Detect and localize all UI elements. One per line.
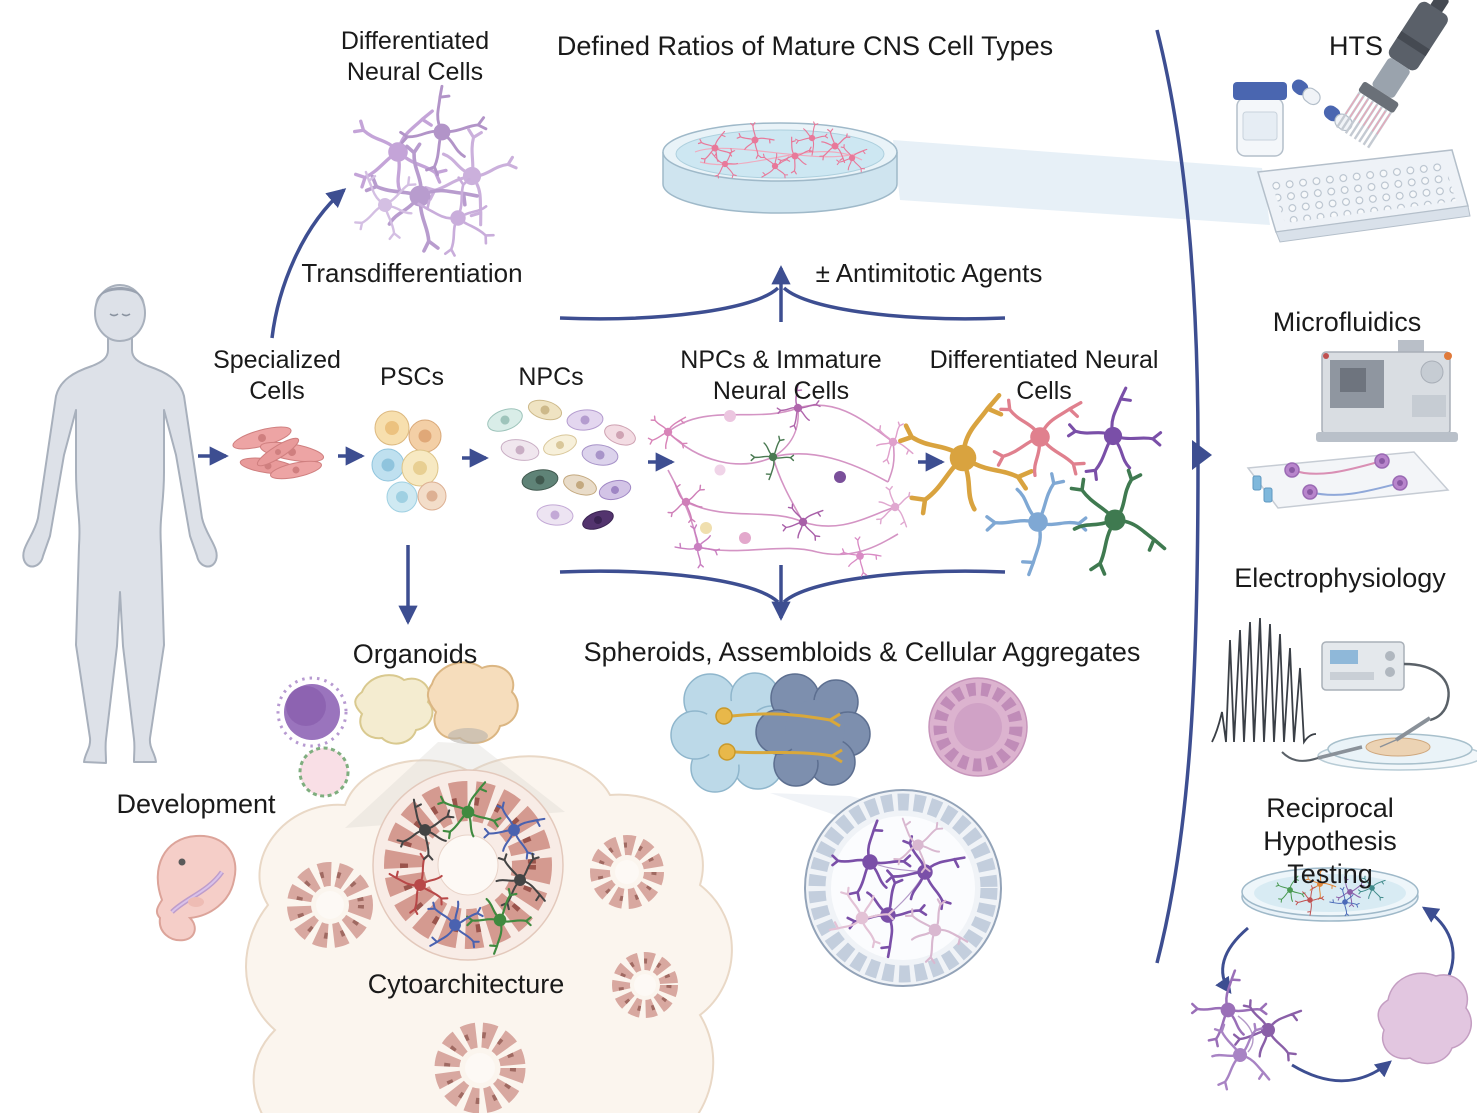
hts-beam (893, 140, 1270, 225)
transdifferentiated-neurons-illustration (338, 74, 534, 267)
petri-dish-illustration (662, 116, 898, 214)
assembloid-ring (804, 789, 1002, 987)
capsule (1291, 79, 1321, 106)
spheroids-illustration (670, 672, 1028, 987)
right-bracket-arrow (1155, 29, 1212, 964)
electrophysiology-illustration (1211, 617, 1477, 771)
development-embryo-illustration (155, 834, 237, 942)
label-development: Development (116, 789, 276, 819)
flow-arrows (198, 188, 1006, 625)
reciprocal-illustration (1182, 865, 1472, 1098)
npcs-illustration (487, 399, 636, 530)
rosette (287, 862, 373, 948)
rosette (434, 1022, 526, 1113)
pscs-illustration (371, 410, 447, 513)
label-cytoarchitecture: Cytoarchitecture (367, 969, 565, 999)
label-reciprocal-hypothesis: Reciprocal Hypothesis Testing (1263, 793, 1397, 889)
hair (95, 287, 145, 306)
multichannel-pipette (1335, 0, 1449, 149)
label-differentiated-neural-cells-top: Differentiated Neural Cells (340, 27, 490, 86)
label-antimitotic-agents: ± Antimitotic Agents (815, 258, 1043, 288)
cytoarchitecture-illustration (245, 742, 733, 1113)
label-transdifferentiation: Transdifferentiation (301, 258, 523, 288)
label-electrophysiology: Electrophysiology (1234, 563, 1446, 593)
spike-trace (1211, 617, 1317, 745)
label-stage-differentiated-neural: Differentiated Neural Cells (929, 346, 1159, 405)
npcs-immature-illustration (642, 379, 923, 582)
rosette (612, 952, 678, 1018)
label-stage-npcs: NPCs (518, 363, 584, 391)
specialized-cells-illustration (232, 426, 325, 480)
differentiated-neurons-illustration (900, 376, 1170, 585)
label-stage-npcs-immature: NPCs & Immature Neural Cells (680, 346, 882, 405)
label-stage-pscs: PSCs (380, 363, 444, 391)
label-spheroids-title: Spheroids, Assembloids & Cellular Aggreg… (583, 637, 1141, 667)
rosette (590, 835, 664, 909)
microfluidics-illustration (1246, 340, 1458, 509)
label-microfluidics: Microfluidics (1272, 307, 1422, 337)
label-organoids: Organoids (352, 639, 478, 669)
hts-illustration (1233, 0, 1471, 243)
label-stage-specialized-cells: Specialized Cells (213, 346, 341, 405)
central-rosette (372, 769, 564, 962)
label-defined-ratios-title: Defined Ratios of Mature CNS Cell Types (556, 31, 1054, 61)
label-hts: HTS (1329, 31, 1383, 61)
microfluidic-chip (1246, 451, 1450, 509)
organoids-illustration (276, 661, 519, 798)
human-figure (22, 284, 218, 764)
